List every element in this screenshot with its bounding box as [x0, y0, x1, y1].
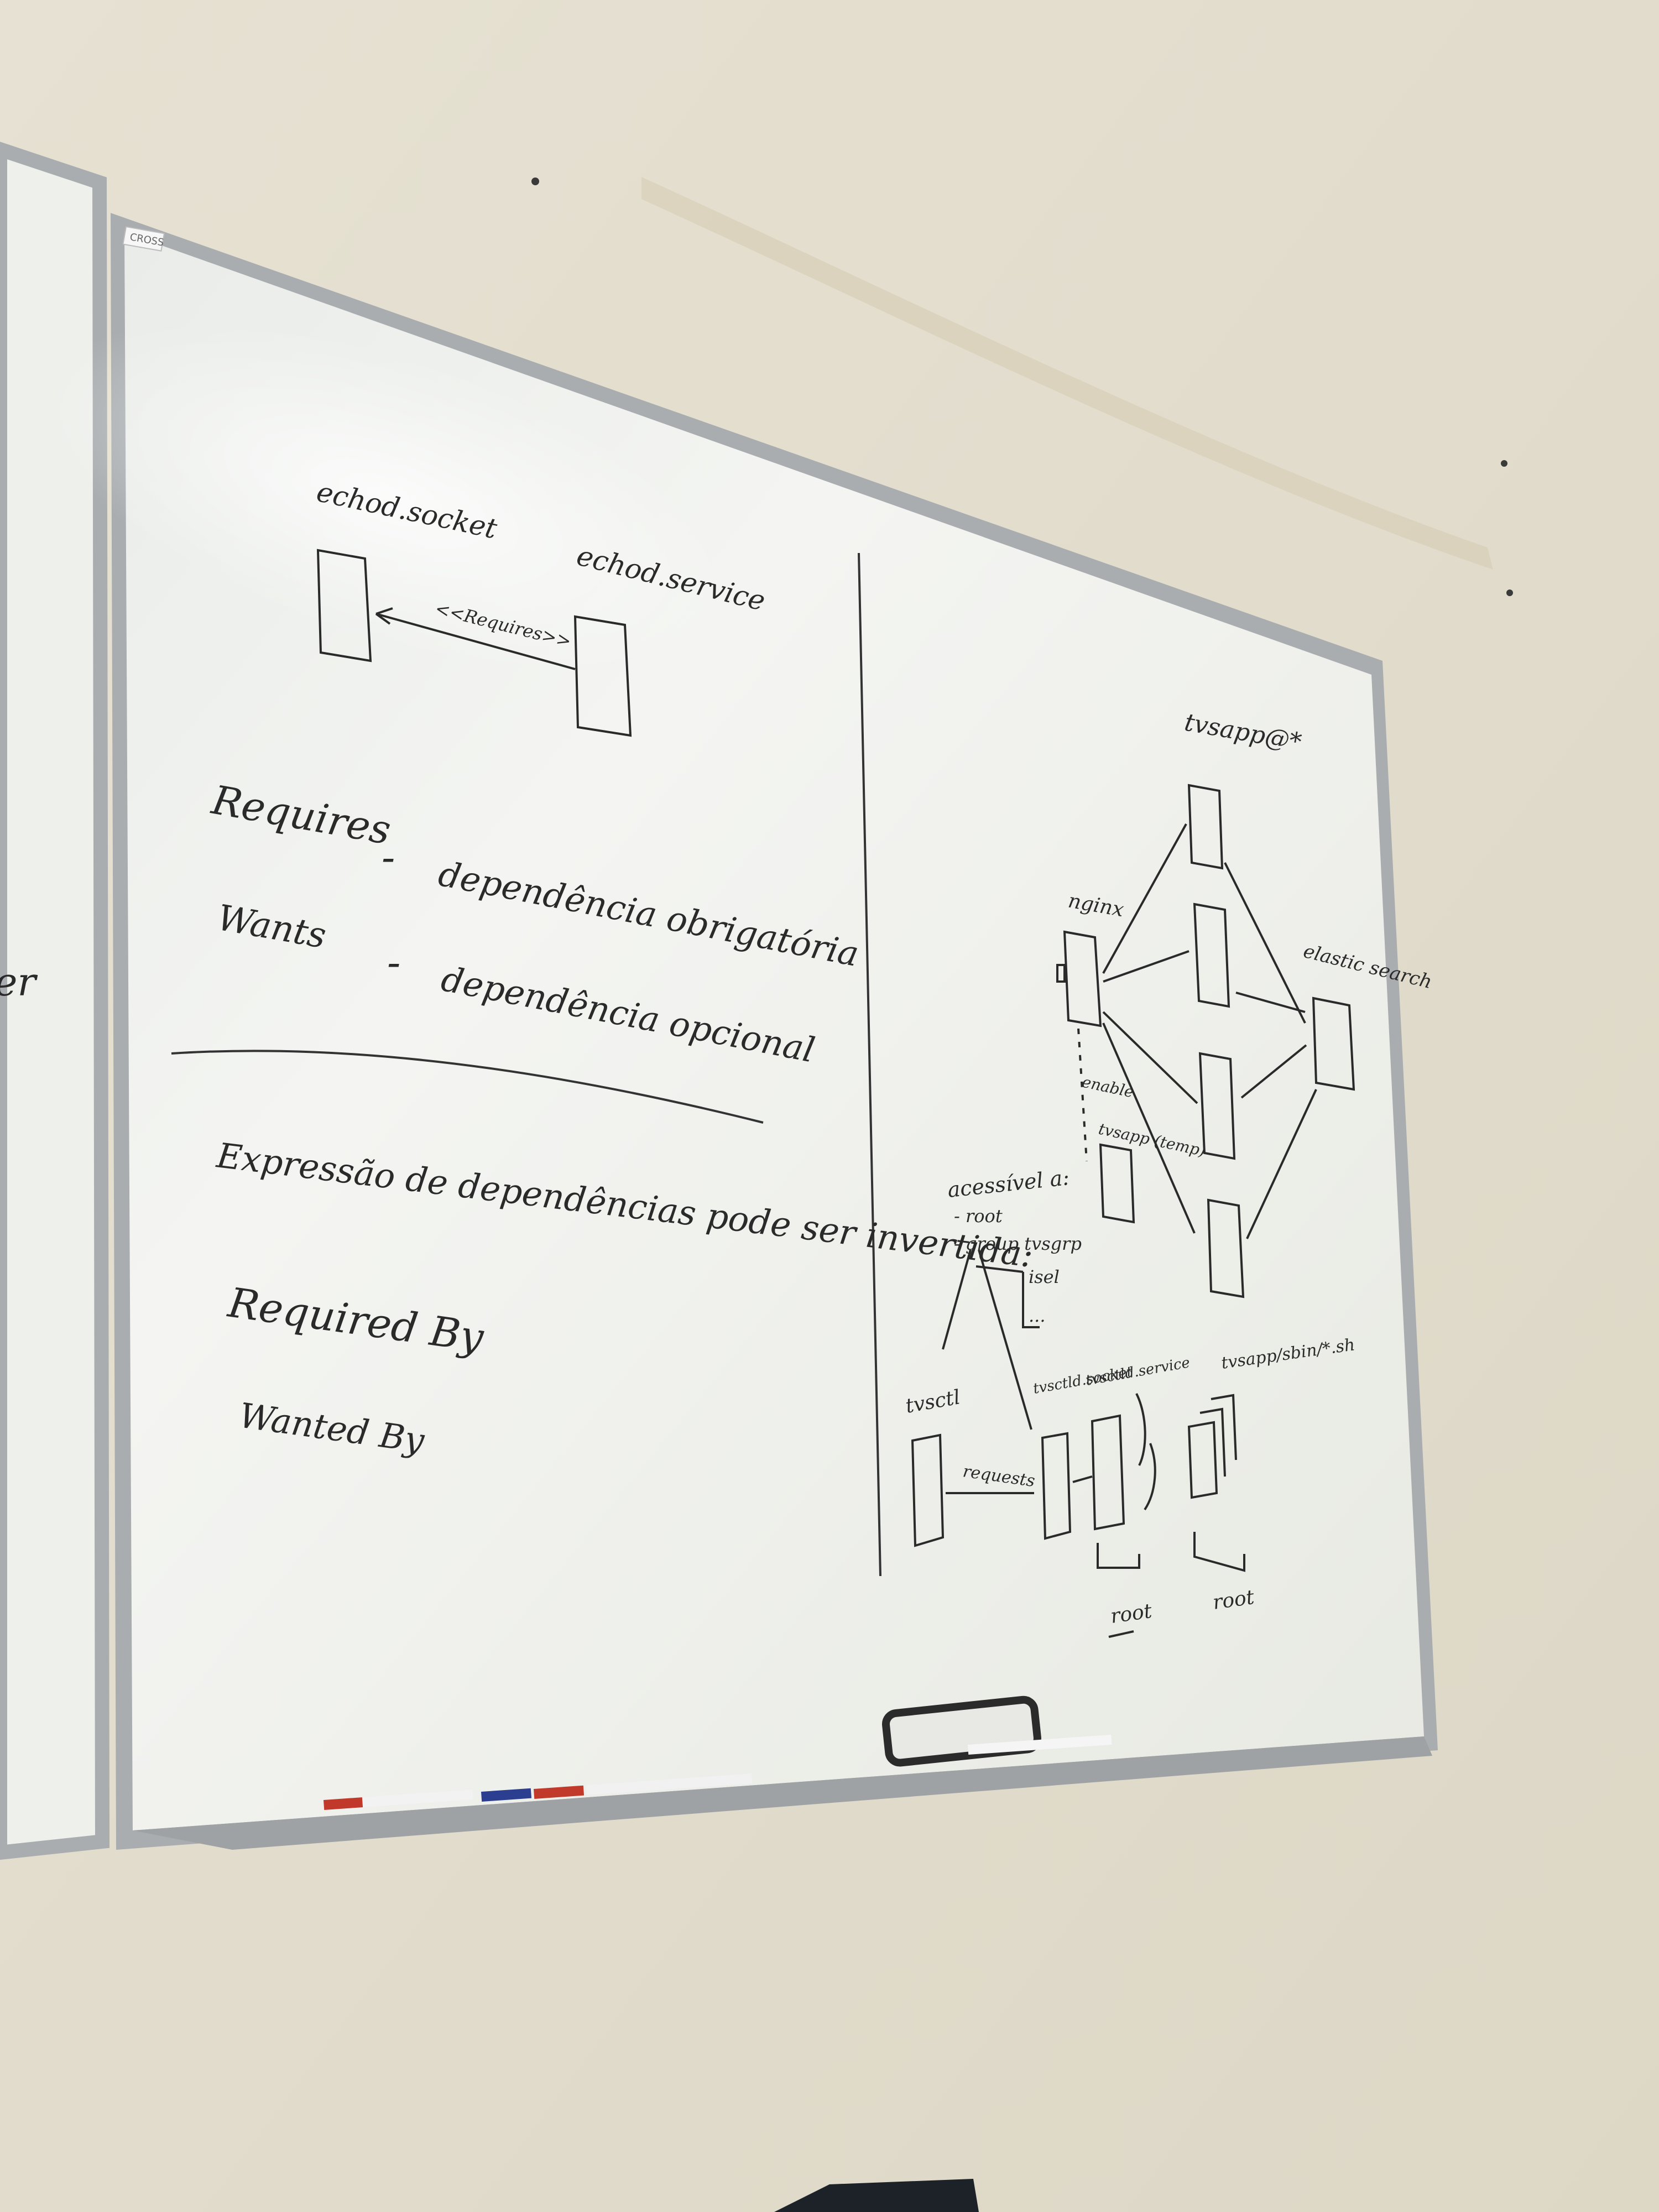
- control-graph: [911, 1249, 1245, 1638]
- marker-blue[interactable]: [481, 1788, 532, 1802]
- board-glare: [42, 321, 732, 674]
- marker-red-2[interactable]: [534, 1785, 585, 1799]
- foreground-object: [774, 2179, 979, 2212]
- service-box: [573, 615, 632, 737]
- marker-red[interactable]: [324, 1797, 363, 1810]
- divider-vertical: [858, 552, 881, 1577]
- requires-arrow: [375, 613, 576, 670]
- socket-service-diagram: [316, 549, 632, 737]
- socket-box: [316, 549, 372, 662]
- marker-white-2[interactable]: [586, 1773, 753, 1795]
- access-subitem-more: ...: [1029, 1305, 1046, 1326]
- definition-dash-wants: -: [387, 939, 400, 985]
- marker-tray: [133, 1736, 1432, 1850]
- service-graph: [1056, 784, 1355, 1298]
- definition-dash-requires: -: [382, 834, 395, 880]
- wall-stain: [641, 177, 1493, 570]
- eraser[interactable]: [881, 1695, 1041, 1767]
- access-item-group: - group tvsgrp: [954, 1233, 1082, 1254]
- marker-white-1[interactable]: [362, 1790, 473, 1807]
- access-item-root: - root: [954, 1206, 1003, 1227]
- left-board-text: er: [0, 959, 38, 1005]
- divider-horizontal: [171, 1050, 764, 1124]
- left-board: [0, 142, 110, 1860]
- access-subitem-isel: isel: [1029, 1266, 1060, 1287]
- brand-sticker: [122, 226, 165, 252]
